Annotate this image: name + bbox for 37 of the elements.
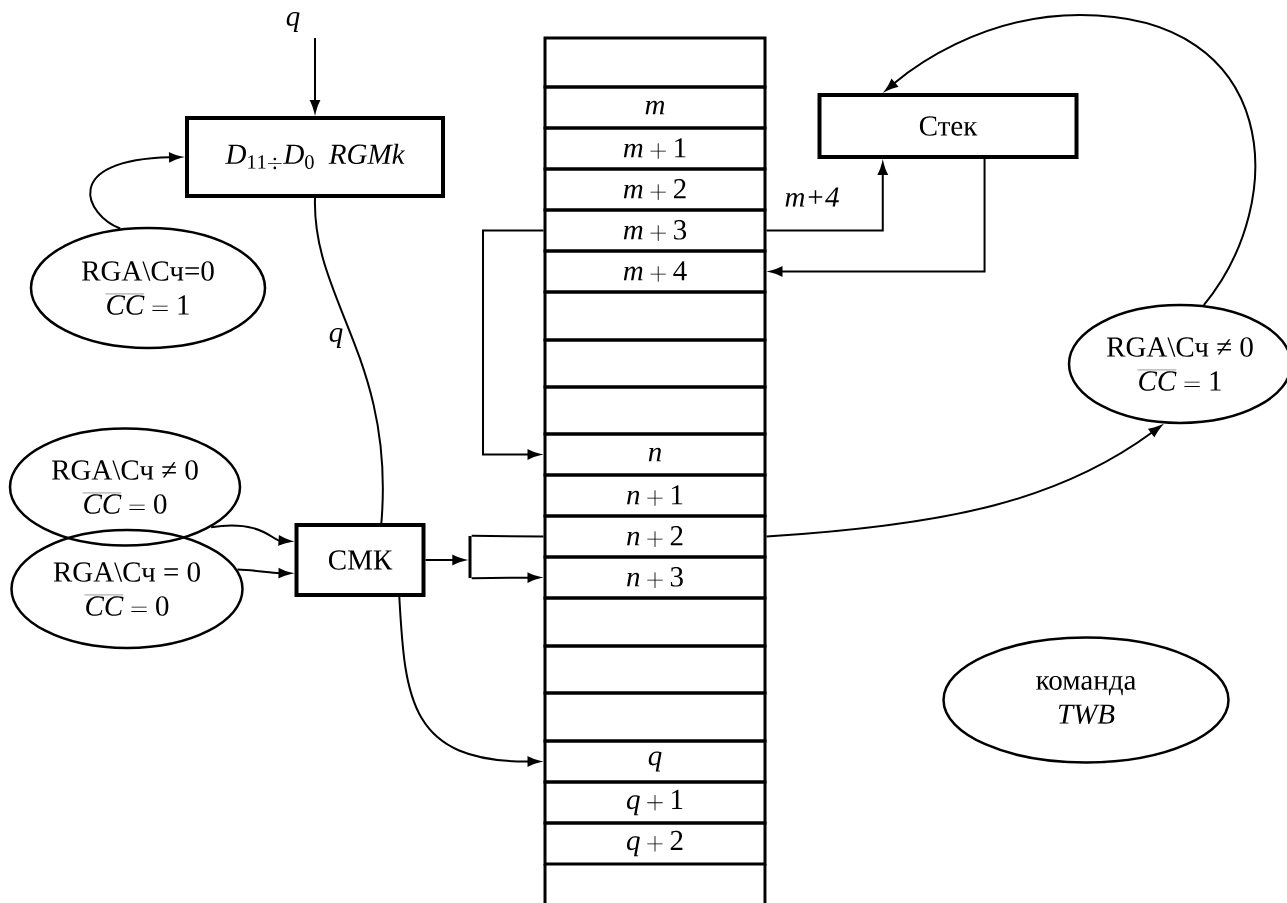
junction-bar [468,536,472,578]
memory-cell [543,36,767,89]
memory-cell: $m+4$ [543,249,767,294]
memory-cell: $n+1$ [543,473,767,518]
memory-cell: $m+1$ [543,126,767,171]
memory-cell: $q+2$ [543,821,767,866]
arrow [424,555,465,565]
memory-cell [543,290,767,342]
memory-cell: $m$ [543,85,767,130]
arrow [885,14,1256,307]
memory-cell [543,596,767,648]
memory-cell [543,338,767,389]
memory-cell [543,644,767,695]
connector-line [314,197,384,524]
block-box: СМК [294,523,426,597]
arrow [236,568,292,578]
register-box: $D_{11\div}D_{0}\;\;RGMk$ [185,116,445,198]
stack-box: Стек [817,93,1079,159]
edge-label: q [284,11,302,33]
memory-cell: $n+3$ [543,555,767,600]
memory-cell: $n+2$ [543,514,767,559]
arrow [470,572,541,583]
arrow [210,524,292,546]
arrow [765,425,1162,538]
memory-cell: $n$ [543,432,767,477]
memory-cell: $q+1$ [543,780,767,825]
memory-cell: $m+3$ [543,208,767,253]
arrow [398,596,541,767]
memory-cell [543,385,767,436]
arrow [89,152,182,230]
memory-cell [543,691,767,743]
memory-cell: $q$ [543,739,767,784]
edge-label: q [327,327,345,349]
connector-line [470,534,545,538]
arrow [482,229,545,460]
arrow [310,37,320,113]
memory-cell: $m+2$ [543,167,767,212]
